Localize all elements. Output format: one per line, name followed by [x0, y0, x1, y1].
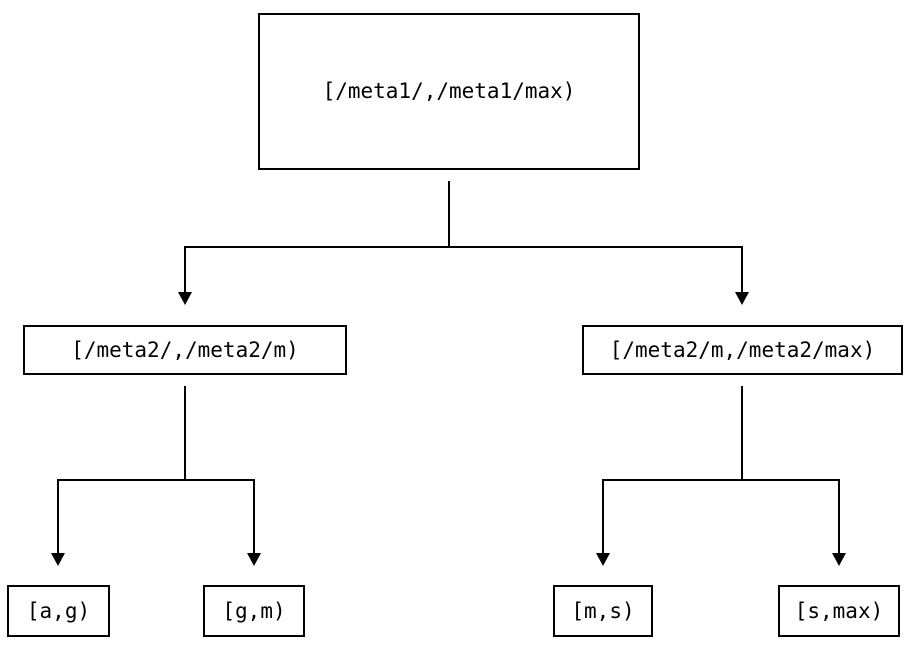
arrow-down-icon: [832, 553, 846, 566]
tree-node-leaf-ag: [a,g): [7, 585, 110, 637]
edge-bar-line: [57, 479, 255, 481]
edge-drop-line: [253, 479, 255, 553]
edge-trunk-line: [184, 386, 186, 481]
tree-node-leaf-ms: [m,s): [553, 585, 653, 637]
edge-drop-line: [602, 479, 604, 553]
tree-node-root: [/meta1/,/meta1/max): [258, 13, 640, 170]
edge-bar-line: [602, 479, 840, 481]
edge-drop-line: [57, 479, 59, 553]
arrow-down-icon: [596, 553, 610, 566]
edge-bar-line: [184, 246, 743, 248]
node-label: [/meta2/m,/meta2/max): [609, 337, 876, 362]
tree-node-leaf-gm: [g,m): [203, 585, 305, 637]
node-label: [g,m): [222, 598, 286, 623]
edge-trunk-line: [741, 386, 743, 481]
arrow-down-icon: [247, 553, 261, 566]
arrow-down-icon: [51, 553, 65, 566]
node-label: [a,g): [26, 598, 91, 623]
tree-node-left: [/meta2/,/meta2/m): [23, 325, 347, 375]
tree-node-leaf-smax: [s,max): [778, 585, 900, 637]
node-label: [/meta2/,/meta2/m): [71, 337, 299, 362]
tree-node-right: [/meta2/m,/meta2/max): [582, 325, 903, 375]
node-label: [s,max): [794, 598, 884, 623]
arrow-down-icon: [178, 292, 192, 305]
edge-trunk-line: [448, 181, 450, 247]
edge-drop-line: [838, 479, 840, 553]
node-label: [m,s): [571, 598, 635, 623]
node-label: [/meta1/,/meta1/max): [322, 79, 576, 103]
arrow-down-icon: [735, 292, 749, 305]
edge-drop-line: [184, 246, 186, 292]
edge-drop-line: [741, 246, 743, 292]
